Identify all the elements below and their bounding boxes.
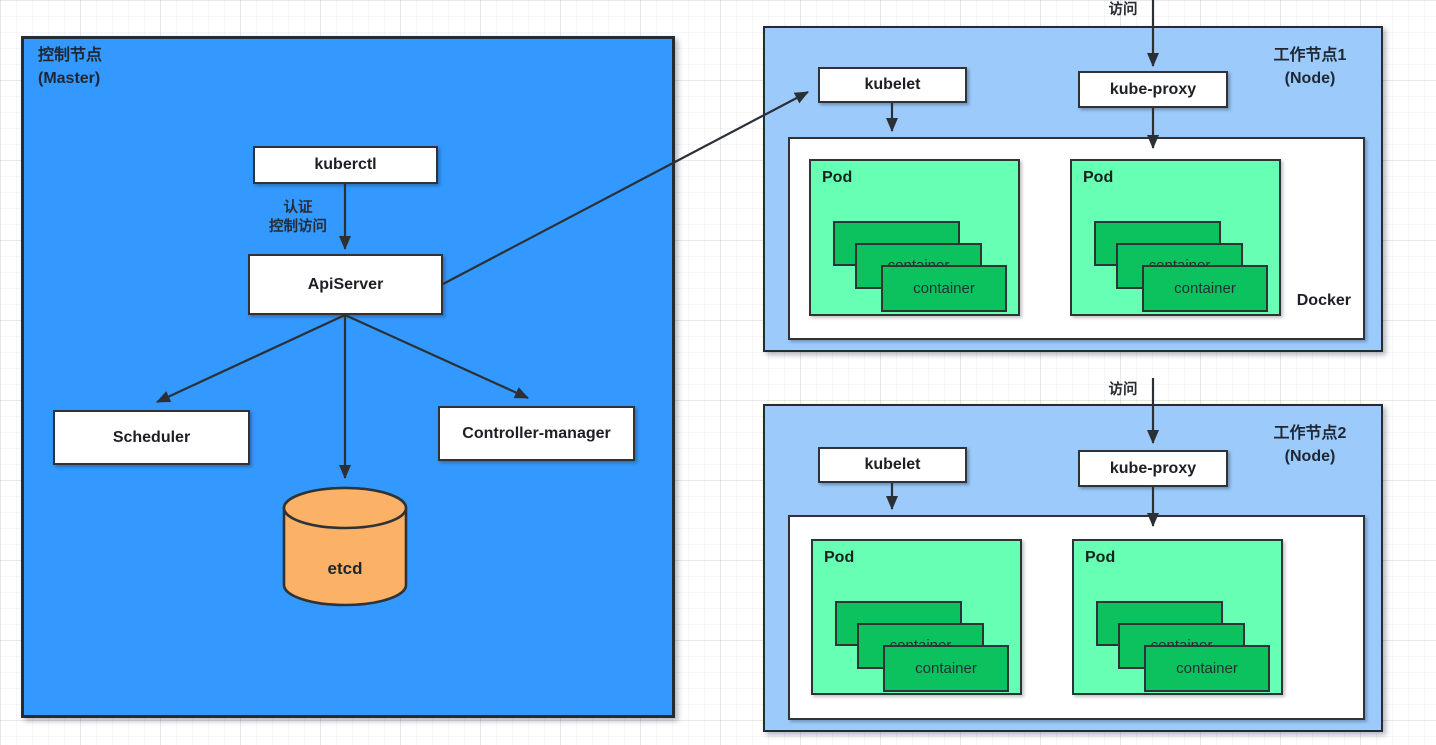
- etcd-cylinder: etcd: [282, 486, 408, 607]
- pod-box: Pod container container: [811, 539, 1022, 695]
- pod-box: Pod container container: [809, 159, 1020, 316]
- visit-label-node2: 访问: [1108, 382, 1138, 398]
- node1-title-line2: (Node): [1284, 70, 1336, 87]
- auth-edge-label-line1: 认证: [283, 200, 313, 216]
- kube-proxy-box-node1: kube-proxy: [1078, 71, 1228, 108]
- master-title-line1: 控制节点: [38, 47, 103, 64]
- pod-label: Pod: [824, 549, 855, 566]
- container-box: container: [1144, 645, 1270, 692]
- kubelet-box-node2: kubelet: [818, 447, 967, 483]
- controller-manager-label: Controller-manager: [462, 424, 611, 442]
- pod-box: Pod container container: [1072, 539, 1283, 695]
- visit-label-node1: 访问: [1108, 2, 1138, 18]
- docker-label-node1: Docker: [1296, 292, 1351, 309]
- controller-manager-box: Controller-manager: [438, 406, 635, 461]
- master-box: [21, 36, 675, 718]
- auth-edge-label-line2: 控制访问: [269, 219, 327, 235]
- kubelet-label-node2: kubelet: [864, 456, 921, 473]
- containers-box-node2: Pod container container Pod container co…: [788, 515, 1365, 720]
- pod-label: Pod: [1085, 549, 1116, 566]
- kube-proxy-label-node2: kube-proxy: [1109, 459, 1197, 477]
- etcd-label: etcd: [328, 559, 363, 578]
- scheduler-box: Scheduler: [53, 410, 250, 465]
- docker-box-node1: Docker Pod container container Pod conta…: [788, 137, 1365, 340]
- kuberctl-box: kuberctl: [253, 146, 438, 184]
- node1-title-line1: 工作节点1: [1273, 47, 1347, 64]
- pod-label: Pod: [822, 169, 853, 186]
- scheduler-label: Scheduler: [112, 428, 191, 446]
- apiserver-label: ApiServer: [307, 275, 384, 293]
- node2-title: 工作节点2 (Node): [1240, 422, 1380, 468]
- master-title: 控制节点 (Master): [38, 44, 102, 90]
- kubelet-box-node1: kubelet: [818, 67, 967, 103]
- kuberctl-label: kuberctl: [314, 156, 377, 173]
- kube-proxy-label-node1: kube-proxy: [1109, 80, 1197, 98]
- node1-title: 工作节点1 (Node): [1240, 44, 1380, 90]
- container-box: container: [881, 265, 1007, 312]
- kubelet-label-node1: kubelet: [864, 76, 921, 93]
- pod-box: Pod container container: [1070, 159, 1281, 316]
- node2-title-line2: (Node): [1284, 448, 1336, 465]
- master-title-line2: (Master): [38, 70, 101, 87]
- container-box: container: [883, 645, 1009, 692]
- node2-title-line1: 工作节点2: [1273, 425, 1347, 442]
- kube-proxy-box-node2: kube-proxy: [1078, 450, 1228, 487]
- auth-edge-label: 认证控制访问: [255, 199, 341, 237]
- pod-label: Pod: [1083, 169, 1114, 186]
- container-box: container: [1142, 265, 1268, 312]
- apiserver-box: ApiServer: [248, 254, 443, 315]
